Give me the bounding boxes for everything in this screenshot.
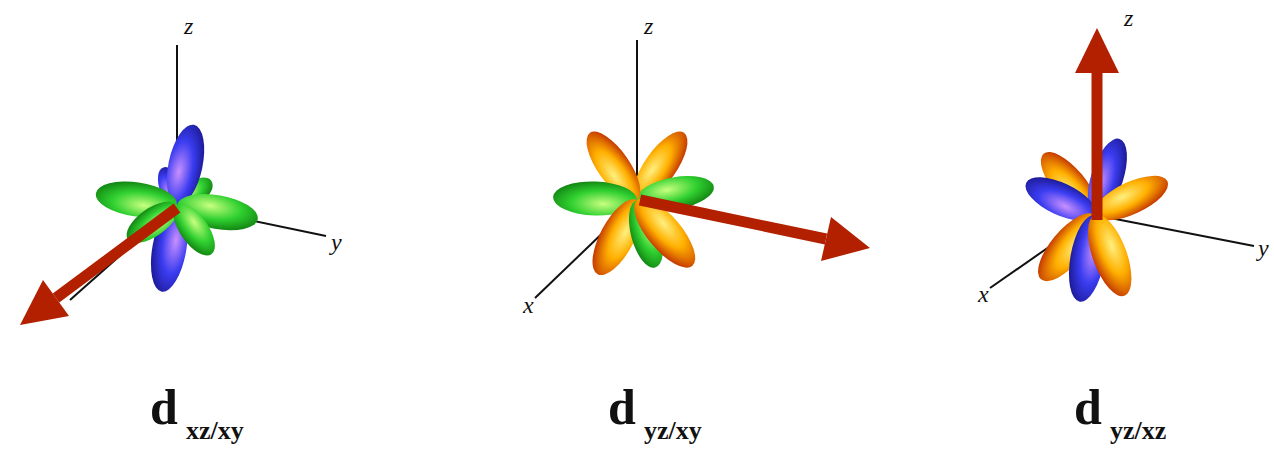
orbital-subscript: yz/xz [1110,418,1166,444]
orbital-symbol: d [1074,382,1102,432]
orbital-symbol: d [150,382,178,432]
axis-label: z [184,14,193,38]
axis-label: z [1124,6,1133,30]
axis-label: x [978,282,989,306]
orbital-subscript: xz/xy [186,418,244,444]
orbital-figure [20,45,326,325]
axis-label: y [1258,236,1269,260]
orbital-figure [535,40,870,298]
axis-label: y [331,230,342,254]
axis-label: x [523,293,534,317]
orbital-subscript: yz/xy [644,418,702,444]
orbital-symbol: d [608,382,636,432]
axis-label: z [644,14,653,38]
orbital-figure [990,28,1254,305]
